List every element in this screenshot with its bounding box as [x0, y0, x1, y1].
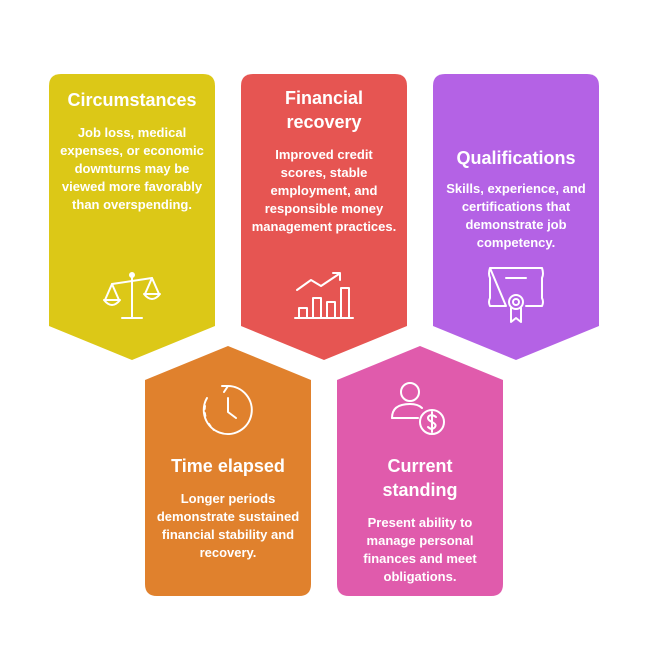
card-qualifications: Qualifications Skills, experience, and c…	[433, 74, 599, 360]
card-shape	[145, 346, 311, 596]
card-body: Longer periods demonstrate sustained fin…	[156, 491, 300, 560]
card-body: Job loss, medical expenses, or economic …	[60, 125, 204, 212]
card-body: Improved credit scores, stable employmen…	[251, 147, 397, 234]
card-current-standing: Current standing Present ability to mana…	[337, 346, 503, 596]
card-title: Current standing	[382, 456, 458, 500]
card-shape	[49, 74, 215, 360]
card-title: Time elapsed	[171, 456, 285, 476]
card-time-elapsed: Time elapsed Longer periods demonstrate …	[145, 346, 311, 596]
person-dollar-icon	[391, 382, 445, 435]
card-body: Skills, experience, and certifications t…	[446, 181, 586, 250]
card-title: Financial recovery	[284, 88, 364, 132]
certificate-icon	[488, 267, 544, 323]
card-body: Present ability to manage personal finan…	[363, 515, 477, 584]
growth-chart-icon	[294, 272, 354, 319]
card-financial-recovery: Financial recovery Improved credit score…	[241, 74, 407, 360]
card-shape	[241, 74, 407, 360]
card-title: Circumstances	[67, 90, 197, 110]
clock-icon	[202, 385, 253, 435]
card-title: Qualifications	[456, 148, 576, 168]
card-shape	[433, 74, 599, 360]
scale-icon	[103, 272, 161, 319]
card-circumstances: Circumstances Job loss, medical expenses…	[49, 74, 215, 360]
card-shape	[337, 346, 503, 596]
